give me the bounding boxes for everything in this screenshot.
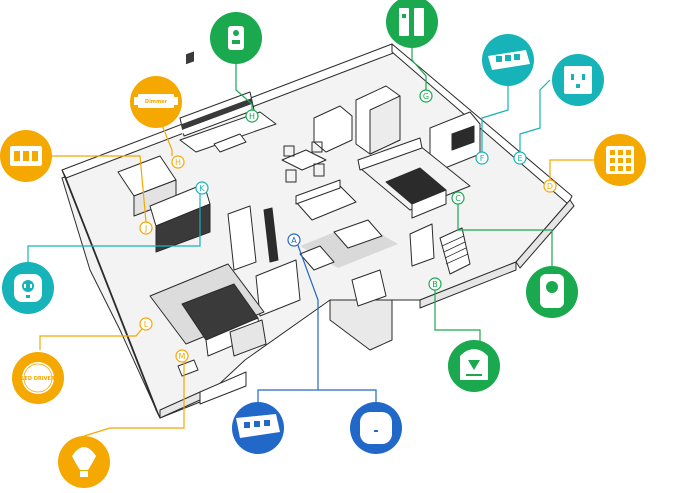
markers: A B C D E F G H	[139, 89, 557, 363]
door-sensor-device[interactable]	[386, 0, 438, 48]
power-strip-bottom-device[interactable]	[232, 402, 284, 454]
marker-f-label: F	[480, 154, 485, 163]
connector-motion-sensor	[235, 62, 253, 112]
power-strip-icon	[488, 50, 530, 70]
right-wall	[515, 199, 575, 269]
marker-h-green: H	[245, 109, 259, 123]
tv-screen	[451, 125, 475, 151]
stairs	[439, 227, 471, 275]
light-bulb-icon	[72, 447, 96, 477]
interior-wall-1	[227, 205, 257, 271]
interior-wall-3	[255, 259, 301, 317]
connector-camera	[457, 198, 553, 270]
kitchen-base-dark	[155, 203, 211, 253]
marker-e-label: E	[517, 154, 522, 163]
marker-c: C	[451, 191, 465, 205]
smart-plug-device[interactable]	[2, 262, 54, 314]
marker-f: F	[475, 151, 489, 165]
kitchen-upper-strip	[182, 98, 252, 130]
led-driver-label: LED DRIVER	[21, 376, 55, 382]
stove	[213, 133, 247, 153]
led-driver-device[interactable]: LED DRIVER	[12, 352, 64, 404]
marker-m: M	[175, 349, 189, 363]
marker-j: J	[139, 221, 153, 235]
led-driver-icon: LED DRIVER	[21, 362, 55, 394]
marker-g-label: G	[423, 92, 429, 101]
armchair	[299, 245, 335, 271]
marker-a-label: A	[291, 236, 297, 245]
connector-led-driver	[39, 323, 147, 350]
keypad-icon	[606, 146, 634, 174]
marker-d-label: D	[547, 182, 553, 191]
triple-switch-device[interactable]	[0, 130, 52, 182]
dining-table	[281, 149, 327, 171]
dimmer-label: Dimmer	[145, 99, 168, 105]
connector-door-sensor	[411, 40, 427, 92]
marker-c-label: C	[455, 194, 461, 203]
water-sensor-device[interactable]	[448, 340, 500, 392]
connector-triple-switch	[40, 155, 147, 223]
sofa-back	[295, 179, 341, 205]
marker-m-label: M	[179, 352, 186, 361]
marker-h-green-label: H	[249, 112, 255, 121]
marker-k-label: K	[199, 184, 205, 193]
upper-bed-head	[411, 189, 447, 219]
marker-g: G	[419, 89, 433, 103]
stair-steps	[441, 235, 469, 265]
connector-keypad	[549, 159, 595, 180]
connector-smart-plug	[27, 190, 201, 276]
dimmer-switch-icon: Dimmer	[134, 94, 178, 108]
nightstand	[177, 359, 199, 377]
power-strip-top-device[interactable]	[482, 34, 534, 86]
smart-plug-icon	[14, 274, 42, 302]
camera-device[interactable]	[526, 266, 578, 318]
upper-bedroom-wall	[357, 137, 423, 171]
wall-outlet-device[interactable]	[552, 54, 604, 106]
hub-device[interactable]	[350, 402, 402, 454]
connector-power-strip-bottom	[257, 389, 318, 402]
power-strip-icon	[236, 414, 280, 438]
motion-sensor-icon	[228, 26, 244, 50]
camera-icon	[540, 274, 564, 308]
marker-b: B	[428, 277, 442, 291]
marker-k: K	[195, 181, 209, 195]
front-wall-mid	[329, 299, 393, 351]
wall-outlet-icon	[564, 66, 592, 94]
marker-e: E	[513, 151, 527, 165]
marker-j-label: J	[144, 224, 147, 233]
lower-bedroom-wall	[199, 371, 247, 405]
kitchen-cabinet-dark	[186, 51, 194, 65]
light-switch-icon	[10, 146, 42, 166]
dimmer-device[interactable]: Dimmer	[130, 76, 182, 128]
marker-a: A	[287, 233, 301, 247]
marker-h-yellow: H	[171, 155, 185, 169]
connector-power-strip-top	[481, 70, 509, 152]
hub-icon	[360, 412, 392, 444]
water-sensor-icon	[460, 349, 488, 380]
interior-wall-2	[263, 207, 279, 263]
light-bulb-device[interactable]	[58, 436, 110, 488]
motion-sensor-device[interactable]	[210, 12, 262, 64]
marker-b-label: B	[432, 280, 438, 289]
marker-h-yellow-label: H	[175, 158, 181, 167]
keypad-device[interactable]	[594, 134, 646, 186]
connector-water-sensor	[434, 290, 481, 342]
lower-bed-frame	[229, 319, 267, 357]
fridge-front	[369, 95, 401, 155]
marker-l: L	[139, 317, 153, 331]
coffee-table	[333, 219, 383, 249]
front-wall-right	[419, 261, 517, 309]
connector-wall-outlet	[519, 79, 551, 152]
stair-wall	[409, 223, 435, 267]
marker-l-label: L	[144, 320, 149, 329]
dining-chairs	[283, 141, 325, 183]
kitchen-upper-strip-2	[182, 104, 252, 134]
door-sensor-icon	[399, 8, 424, 36]
marker-d: D	[543, 179, 557, 193]
connector-light-bulb	[83, 360, 185, 437]
connectors	[27, 40, 595, 437]
closet	[351, 269, 387, 307]
